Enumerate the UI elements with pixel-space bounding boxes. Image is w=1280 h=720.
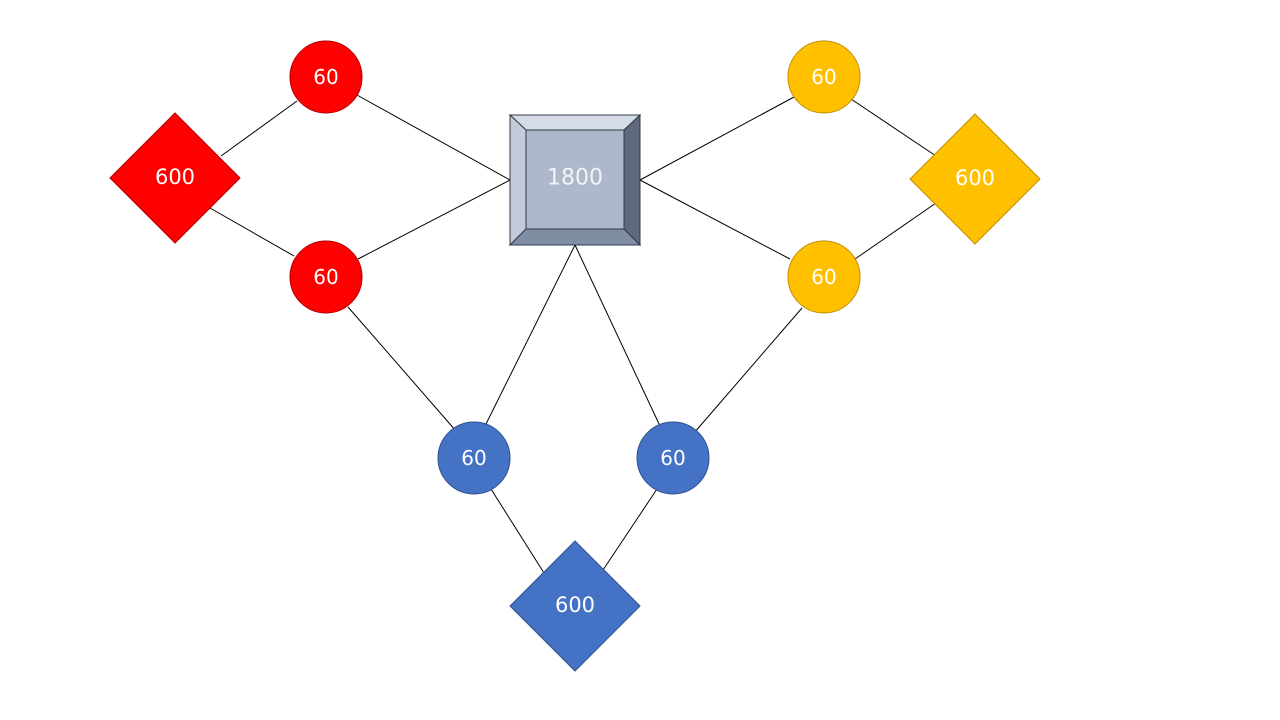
- red-circle-top-label: 60: [313, 65, 338, 89]
- edge-blue-left-to-blue-diamond: [490, 488, 545, 574]
- red-circle-top: [289, 40, 363, 114]
- blue-circle-right: [636, 421, 710, 495]
- center-bevel-top: [508, 114, 642, 131]
- edge-red-top-to-center: [356, 94, 511, 181]
- edge-red-diamond-to-red-top: [220, 100, 298, 157]
- edge-red-bottom-to-blue-left: [347, 306, 457, 432]
- edge-center-to-blue-left: [484, 244, 576, 427]
- edge-red-bottom-to-center: [357, 179, 511, 260]
- blue-group: 60 60 600: [437, 421, 710, 672]
- blue-circle-right-label: 60: [660, 446, 685, 470]
- center-face: [525, 129, 625, 230]
- edge-yellow-bottom-to-blue-right: [693, 307, 803, 434]
- center-bevel-right: [623, 113, 641, 247]
- edge-yellow-diamond-to-yellow-bottom: [854, 202, 937, 260]
- edge-blue-right-to-blue-diamond: [602, 488, 658, 571]
- red-diamond: [109, 112, 241, 244]
- blue-circle-left-label: 60: [461, 446, 486, 470]
- blue-diamond: [509, 540, 641, 672]
- yellow-circle-bottom: [787, 240, 861, 314]
- center-bevel-bottom: [508, 228, 642, 246]
- red-circle-bottom: [289, 240, 363, 314]
- center-label: 1800: [547, 166, 603, 191]
- yellow-circle-top-label: 60: [811, 65, 836, 89]
- edge-yellow-top-to-yellow-diamond: [850, 98, 937, 157]
- yellow-diamond: [909, 113, 1041, 245]
- edge-red-diamond-to-red-bottom: [209, 207, 295, 257]
- red-group: 60 60 600: [109, 40, 363, 314]
- red-circle-bottom-label: 60: [313, 265, 338, 289]
- blue-circle-left: [437, 421, 511, 495]
- edge-center-to-blue-right: [574, 244, 661, 427]
- edge-center-to-yellow-top: [639, 96, 795, 181]
- yellow-group: 60 60 600: [787, 40, 1041, 314]
- yellow-circle-top: [787, 40, 861, 114]
- edge-center-to-yellow-bottom: [639, 179, 791, 260]
- center-node: 1800: [508, 113, 642, 247]
- edges: [209, 94, 937, 574]
- blue-diamond-label: 600: [555, 593, 595, 617]
- yellow-diamond-label: 600: [955, 166, 995, 190]
- yellow-circle-bottom-label: 60: [811, 265, 836, 289]
- center-bevel-left: [509, 113, 527, 247]
- red-diamond-label: 600: [155, 165, 195, 189]
